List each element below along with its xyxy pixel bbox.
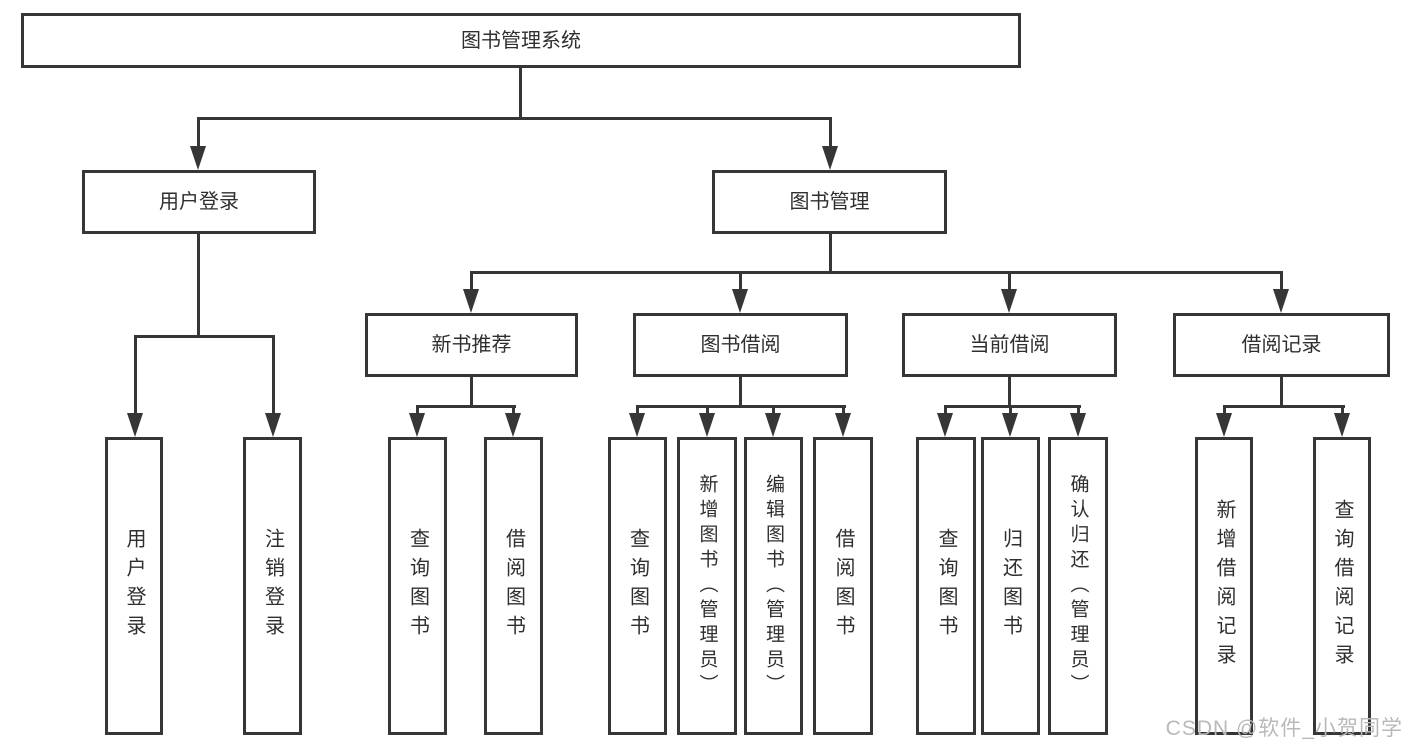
leaf-user-login: 用户登录 bbox=[105, 437, 163, 735]
node-label: 图书管理 bbox=[789, 191, 870, 213]
node-label: 编辑图书（管理员） bbox=[763, 473, 784, 699]
node-user-login: 用户登录 bbox=[82, 170, 316, 234]
connector-line bbox=[706, 405, 709, 417]
node-label: 查询图书 bbox=[935, 528, 957, 644]
connector-line bbox=[1280, 375, 1283, 408]
connector-line bbox=[739, 271, 742, 292]
connector-line bbox=[134, 335, 137, 415]
leaf-borrow-books: 借阅图书 bbox=[813, 437, 873, 735]
node-current-borrowing: 当前借阅 bbox=[902, 313, 1117, 377]
connector-line bbox=[842, 405, 845, 417]
node-borrowing-records: 借阅记录 bbox=[1173, 313, 1390, 377]
leaf-add-borrow-record: 新增借阅记录 bbox=[1195, 437, 1253, 735]
node-label: 借阅图书 bbox=[502, 528, 525, 644]
arrowhead-down-icon bbox=[765, 413, 781, 437]
connector-line bbox=[636, 405, 846, 408]
arrowhead-down-icon bbox=[699, 413, 715, 437]
connector-line bbox=[134, 335, 275, 338]
arrowhead-down-icon bbox=[463, 289, 479, 313]
arrowhead-down-icon bbox=[1216, 413, 1232, 437]
connector-line bbox=[944, 405, 947, 417]
node-label: 查询图书 bbox=[406, 528, 429, 644]
node-label: 借阅记录 bbox=[1241, 334, 1322, 356]
arrowhead-down-icon bbox=[127, 413, 143, 437]
leaf-query-books-recommend: 查询图书 bbox=[388, 437, 447, 735]
connector-line bbox=[1280, 271, 1283, 292]
connector-line bbox=[416, 405, 516, 408]
connector-line bbox=[512, 405, 515, 417]
node-label: 查询借阅记录 bbox=[1331, 499, 1353, 673]
arrowhead-down-icon bbox=[937, 413, 953, 437]
connector-line bbox=[1008, 375, 1011, 408]
node-label: 确认归还（管理员） bbox=[1067, 473, 1089, 699]
node-label: 查询图书 bbox=[626, 528, 649, 644]
connector-line bbox=[197, 117, 200, 149]
node-book-borrowing: 图书借阅 bbox=[633, 313, 848, 377]
node-label: 图书借阅 bbox=[700, 334, 781, 356]
node-label: 注销登录 bbox=[261, 528, 284, 644]
connector-line bbox=[1223, 405, 1345, 408]
connector-line bbox=[1009, 405, 1012, 417]
leaf-logout: 注销登录 bbox=[243, 437, 302, 735]
leaf-confirm-return-admin: 确认归还（管理员） bbox=[1048, 437, 1108, 735]
leaf-add-books-admin: 新增图书（管理员） bbox=[677, 437, 737, 735]
connector-line bbox=[416, 405, 419, 417]
connector-line bbox=[739, 375, 742, 408]
node-new-book-recommend: 新书推荐 bbox=[365, 313, 578, 377]
connector-line bbox=[829, 232, 832, 274]
arrowhead-down-icon bbox=[822, 146, 838, 170]
connector-line bbox=[519, 66, 522, 119]
connector-line bbox=[197, 117, 832, 120]
leaf-query-books-current: 查询图书 bbox=[916, 437, 976, 735]
arrowhead-down-icon bbox=[1070, 413, 1086, 437]
leaf-borrow-books-recommend: 借阅图书 bbox=[484, 437, 543, 735]
node-label: 新书推荐 bbox=[431, 334, 512, 356]
connector-line bbox=[636, 405, 639, 417]
connector-line bbox=[829, 117, 832, 149]
connector-line bbox=[944, 405, 1081, 408]
connector-line bbox=[197, 232, 200, 337]
connector-line bbox=[470, 271, 1283, 274]
arrowhead-down-icon bbox=[265, 413, 281, 437]
arrowhead-down-icon bbox=[409, 413, 425, 437]
node-label: 图书管理系统 bbox=[461, 29, 581, 52]
leaf-query-books-borrowing: 查询图书 bbox=[608, 437, 667, 735]
connector-line bbox=[1341, 405, 1344, 417]
connector-line bbox=[1223, 405, 1226, 417]
arrowhead-down-icon bbox=[1002, 413, 1018, 437]
connector-line bbox=[1077, 405, 1080, 417]
node-library-management-system: 图书管理系统 bbox=[21, 13, 1021, 68]
node-label: 新增图书（管理员） bbox=[696, 473, 718, 699]
arrowhead-down-icon bbox=[732, 289, 748, 313]
node-book-management: 图书管理 bbox=[712, 170, 947, 234]
connector-line bbox=[470, 375, 473, 408]
node-label: 归还图书 bbox=[999, 528, 1022, 644]
arrowhead-down-icon bbox=[1334, 413, 1350, 437]
connector-line bbox=[1008, 271, 1011, 292]
node-label: 借阅图书 bbox=[832, 528, 854, 644]
arrowhead-down-icon bbox=[505, 413, 521, 437]
arrowhead-down-icon bbox=[1001, 289, 1017, 313]
arrowhead-down-icon bbox=[629, 413, 645, 437]
connector-line bbox=[772, 405, 775, 417]
leaf-edit-books-admin: 编辑图书（管理员） bbox=[744, 437, 803, 735]
node-label: 当前借阅 bbox=[969, 334, 1050, 356]
node-label: 新增借阅记录 bbox=[1213, 499, 1235, 673]
leaf-return-books: 归还图书 bbox=[981, 437, 1040, 735]
connector-line bbox=[470, 271, 473, 292]
leaf-query-borrow-record: 查询借阅记录 bbox=[1313, 437, 1371, 735]
arrowhead-down-icon bbox=[190, 146, 206, 170]
arrowhead-down-icon bbox=[1273, 289, 1289, 313]
node-label: 用户登录 bbox=[123, 528, 145, 644]
connector-line bbox=[272, 335, 275, 415]
arrowhead-down-icon bbox=[835, 413, 851, 437]
node-label: 用户登录 bbox=[159, 191, 239, 213]
